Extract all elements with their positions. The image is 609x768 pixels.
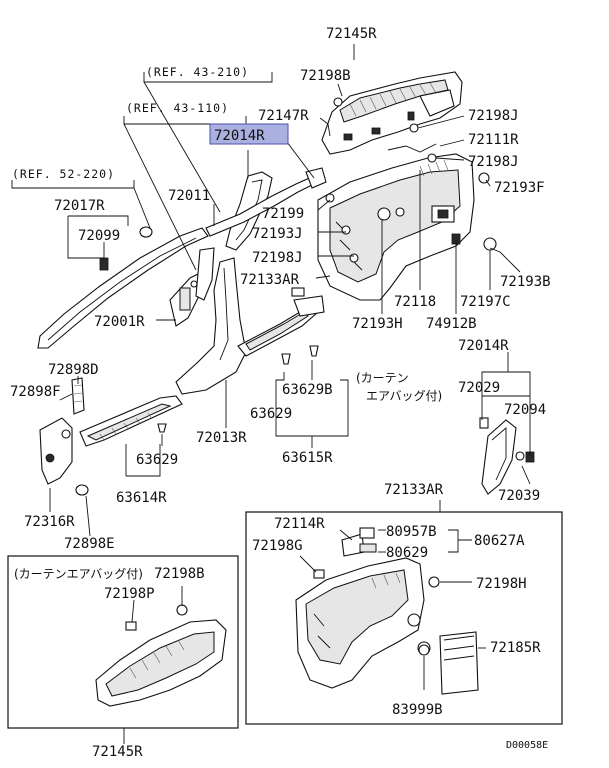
label-72111R[interactable]: 72111R xyxy=(468,132,519,148)
highlight-72014R xyxy=(209,123,289,145)
label-72039[interactable]: 72039 xyxy=(498,488,540,504)
sill-trim-front-drawing xyxy=(79,395,183,447)
label-72898F[interactable]: 72898F xyxy=(10,384,61,400)
ref-43-110[interactable]: (REF. 43-110) xyxy=(126,101,229,115)
label-72147R[interactable]: 72147R xyxy=(258,108,309,124)
label-72001R[interactable]: 72001R xyxy=(94,314,145,330)
scuff-strip-72898D xyxy=(71,377,85,415)
label-72199[interactable]: 72199 xyxy=(262,206,304,222)
label-72898E[interactable]: 72898E xyxy=(64,536,115,552)
note-curtain-airbag-line1: (カーテン xyxy=(356,371,409,385)
clip-72898E xyxy=(75,484,89,496)
quarter-trim-upper-drawing xyxy=(321,71,463,155)
label-63629B[interactable]: 63629B xyxy=(282,382,333,398)
label-72193H[interactable]: 72193H xyxy=(352,316,403,332)
label-63615R[interactable]: 63615R xyxy=(282,450,333,466)
front-pillar-trim-drawing xyxy=(169,271,203,327)
label-72198J-c[interactable]: 72198J xyxy=(252,250,303,266)
label-74912B[interactable]: 74912B xyxy=(426,316,477,332)
label-72198J-b[interactable]: 72198J xyxy=(468,154,519,170)
label-72133AR-b[interactable]: 72133AR xyxy=(384,482,444,498)
label-80627A[interactable]: 80627A xyxy=(474,533,525,549)
part-80957B xyxy=(359,527,375,539)
ref-52-220[interactable]: (REF. 52-220) xyxy=(12,167,115,181)
label-72197C[interactable]: 72197C xyxy=(460,294,511,310)
detail-box-inset xyxy=(7,555,239,729)
wire-72111R xyxy=(387,143,437,153)
label-72014R-airbag[interactable]: 72014R xyxy=(458,338,509,354)
label-72198P[interactable]: 72198P xyxy=(104,586,155,602)
clip-72133AR xyxy=(291,287,305,297)
kick-panel-drawing xyxy=(39,417,73,485)
label-72013R[interactable]: 72013R xyxy=(196,430,247,446)
clip-72198J-c xyxy=(349,253,359,263)
pillar-trim-airbag-drawing xyxy=(479,417,535,495)
clip-83999B xyxy=(418,644,430,656)
clip-72198G xyxy=(313,569,325,579)
label-72145R-top[interactable]: 72145R xyxy=(326,26,377,42)
label-72011[interactable]: 72011 xyxy=(168,188,210,204)
clip-63629 xyxy=(281,353,291,365)
clip-72147R xyxy=(305,167,327,189)
clip-72099 xyxy=(139,226,153,238)
label-63629-a[interactable]: 63629 xyxy=(250,406,292,422)
label-72198B-inset[interactable]: 72198B xyxy=(154,566,205,582)
label-80957B[interactable]: 80957B xyxy=(386,524,437,540)
sill-trim-rear-drawing xyxy=(237,295,325,357)
clip-63629-front xyxy=(157,423,167,433)
clip-63629B xyxy=(309,345,319,357)
label-72029[interactable]: 72029 xyxy=(458,380,500,396)
label-72898D[interactable]: 72898D xyxy=(48,362,99,378)
label-72198J-a[interactable]: 72198J xyxy=(468,108,519,124)
part-80629 xyxy=(359,543,377,553)
label-72185R[interactable]: 72185R xyxy=(490,640,541,656)
label-63629-b[interactable]: 63629 xyxy=(136,452,178,468)
label-72193B[interactable]: 72193B xyxy=(500,274,551,290)
label-80629[interactable]: 80629 xyxy=(386,545,428,561)
quarter-panel-lower-drawing xyxy=(295,557,431,689)
drawing-code: D00058E xyxy=(506,740,548,751)
leader-lines xyxy=(49,44,531,744)
reference-lines xyxy=(11,72,273,271)
label-83999B[interactable]: 83999B xyxy=(392,702,443,718)
label-72145R-bottom[interactable]: 72145R xyxy=(92,744,143,760)
clip-72198H xyxy=(428,576,440,588)
label-72198H[interactable]: 72198H xyxy=(476,576,527,592)
label-72017R[interactable]: 72017R xyxy=(54,198,105,214)
clip-72193J xyxy=(341,225,351,235)
quarter-panel-upper-drawing xyxy=(317,153,475,301)
label-72118[interactable]: 72118 xyxy=(394,294,436,310)
note-curtain-airbag-inset: (カーテンエアバッグ付) xyxy=(14,567,143,581)
detail-box-quarter-panel xyxy=(245,511,563,725)
clip-72198J-a xyxy=(409,123,419,133)
label-72099[interactable]: 72099 xyxy=(78,228,120,244)
cover-72185R-lines xyxy=(443,635,475,661)
label-72094[interactable]: 72094 xyxy=(504,402,546,418)
label-72114R[interactable]: 72114R xyxy=(274,516,325,532)
cover-72185R xyxy=(439,631,479,695)
label-72198B-top[interactable]: 72198B xyxy=(300,68,351,84)
label-72014R-highlighted[interactable]: 72014R xyxy=(214,128,265,144)
ref-43-210[interactable]: (REF. 43-210) xyxy=(146,65,249,79)
quarter-trim-inset-drawing xyxy=(95,604,227,707)
note-curtain-airbag-line2: エアバッグ付) xyxy=(366,389,442,403)
clip-72199 xyxy=(325,193,335,203)
clip-72198J-b xyxy=(427,153,437,163)
label-72193F[interactable]: 72193F xyxy=(494,180,545,196)
label-63614R[interactable]: 63614R xyxy=(116,490,167,506)
roof-rail-trim-drawing xyxy=(37,227,209,349)
label-72133AR-a[interactable]: 72133AR xyxy=(240,272,300,288)
label-72193J[interactable]: 72193J xyxy=(252,226,303,242)
label-72316R[interactable]: 72316R xyxy=(24,514,75,530)
label-72198G[interactable]: 72198G xyxy=(252,538,303,554)
center-pillar-trim-drawing xyxy=(175,247,247,395)
